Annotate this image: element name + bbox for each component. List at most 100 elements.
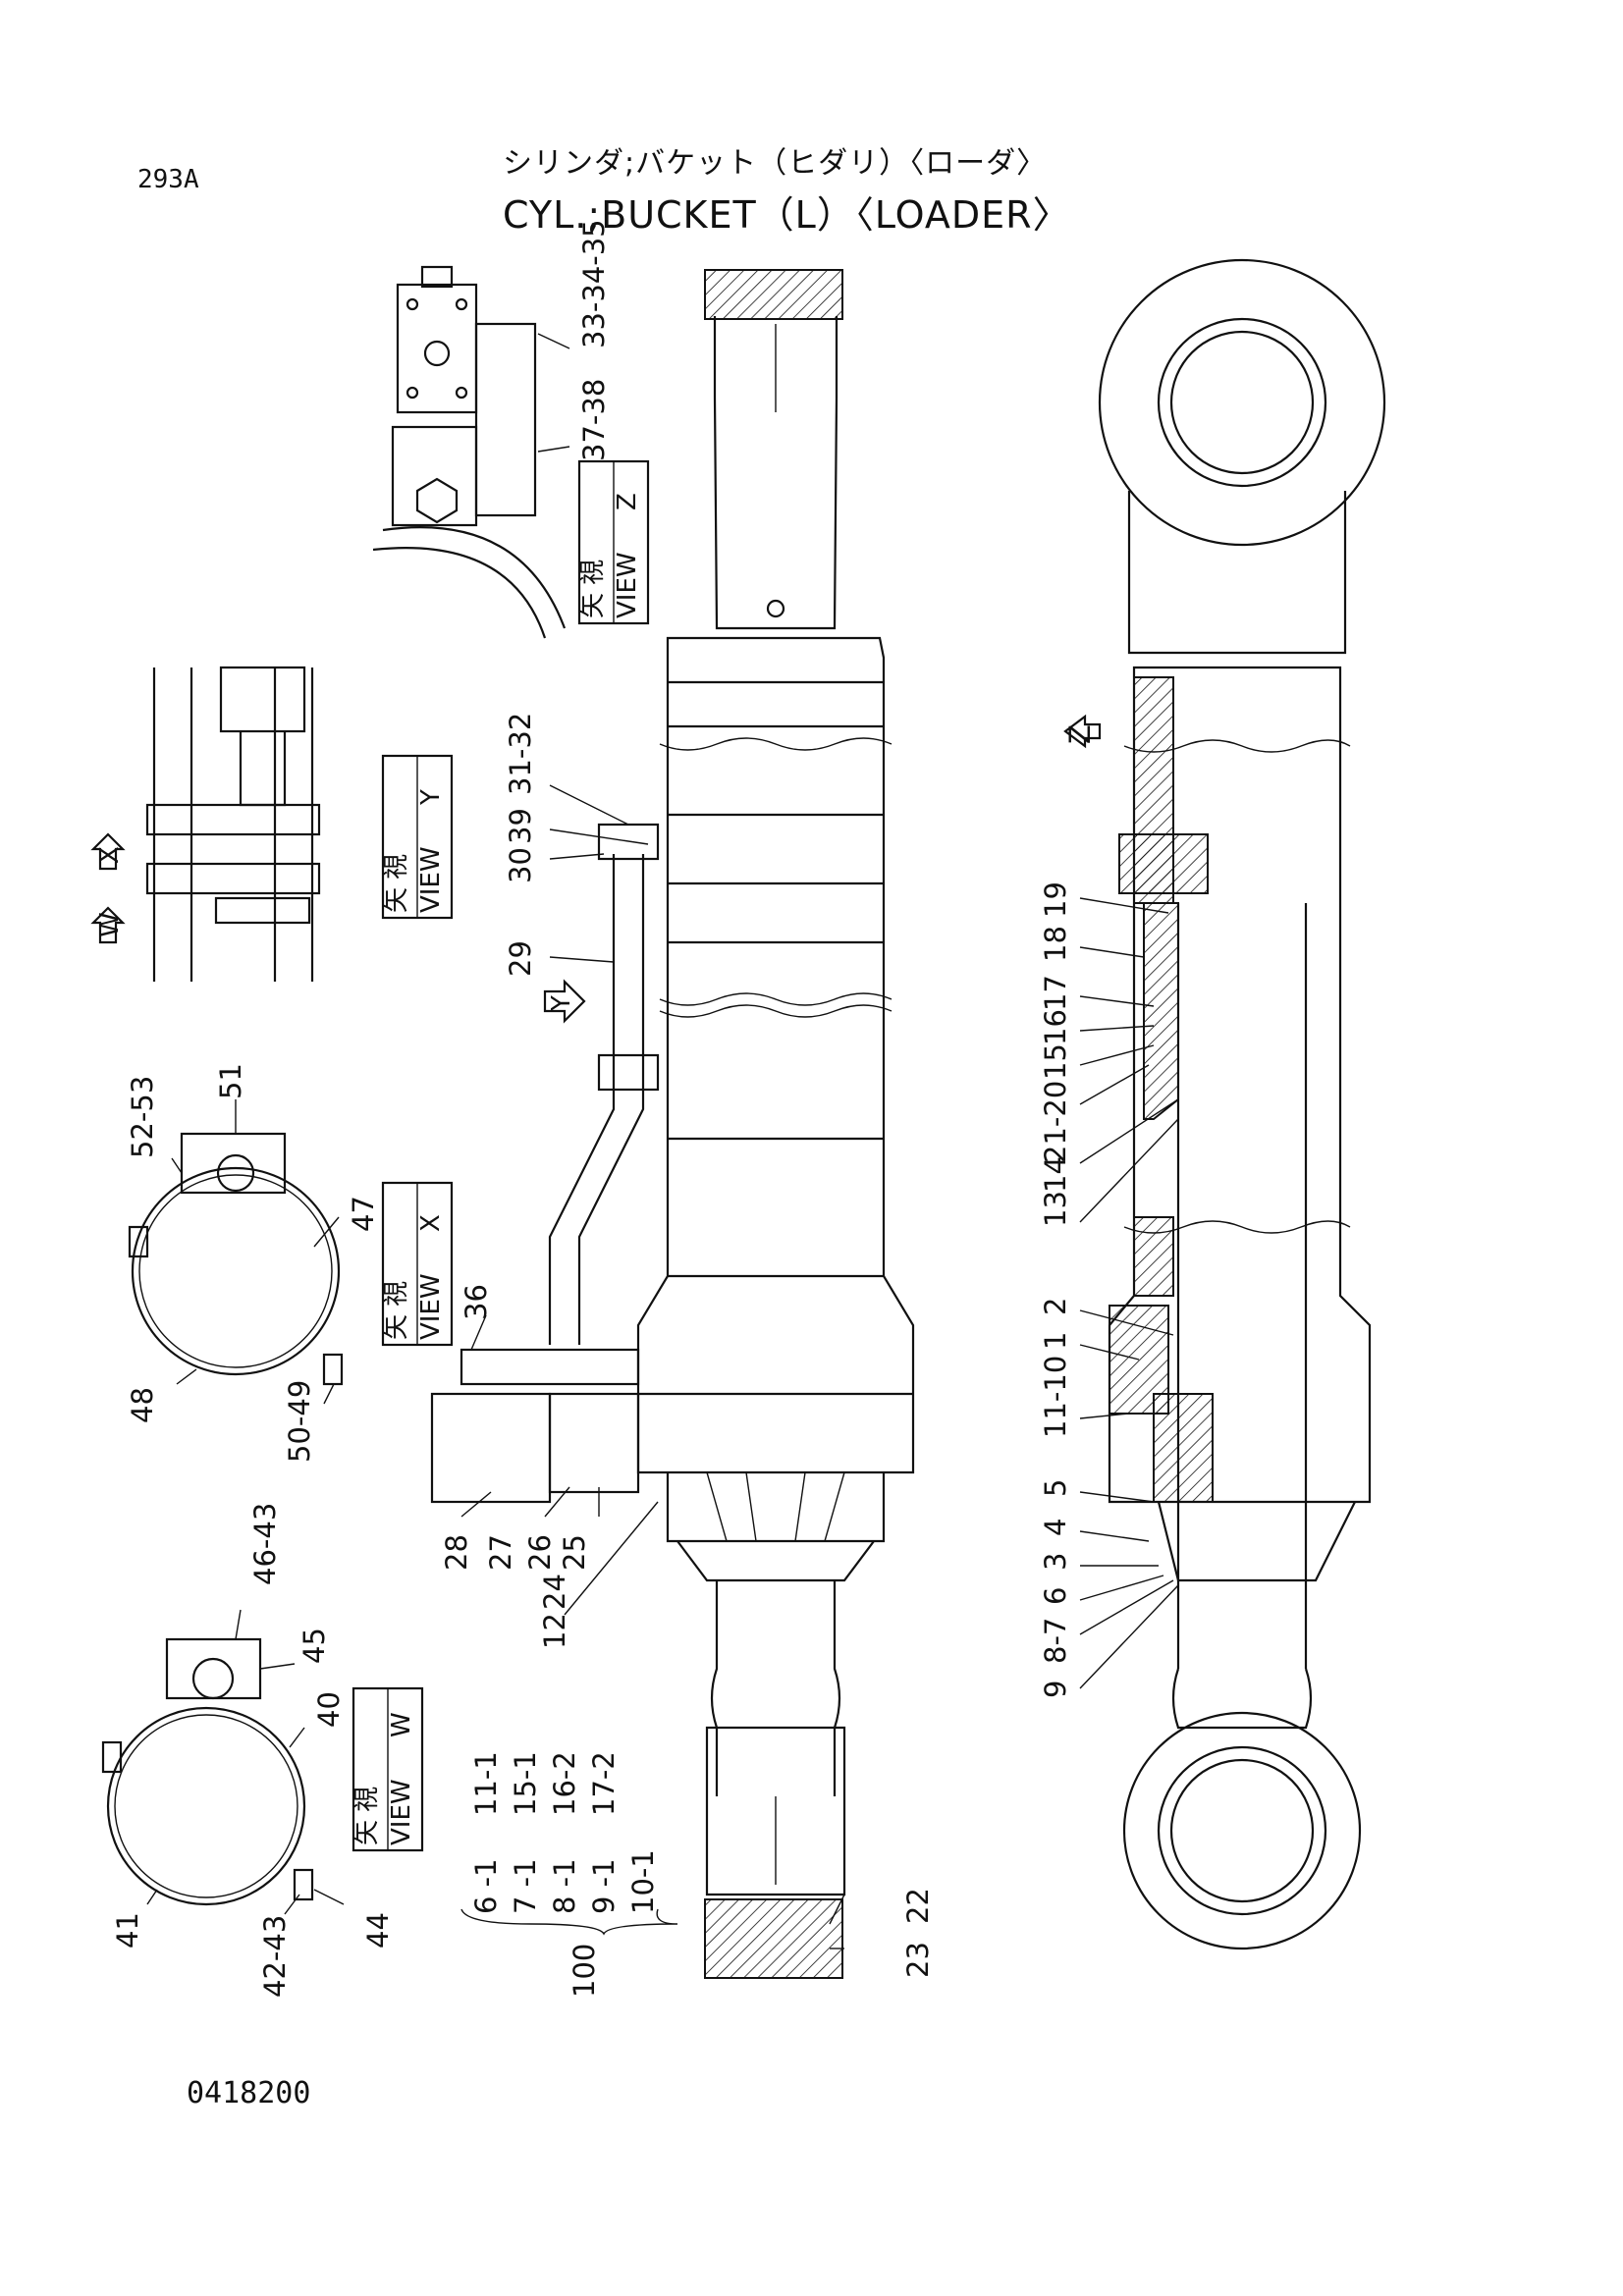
callout-8-7: 8-7	[1039, 1618, 1072, 1664]
view-w-jp: 矢 視	[352, 1787, 382, 1845]
view-z-arrow-label: Z	[1063, 724, 1097, 744]
view-w-word: VIEW	[387, 1779, 416, 1845]
bottom-pin-bushing	[704, 1898, 843, 1979]
callout-3: 3	[1039, 1553, 1072, 1571]
callout-40: 40	[312, 1691, 346, 1728]
title-japanese: シリンダ;バケット（ヒダリ）〈ローダ〉	[503, 146, 1048, 181]
kit-col2-item-4: 17-2	[587, 1751, 621, 1816]
callout-9: 9	[1039, 1681, 1072, 1698]
view-x-arrow	[90, 832, 126, 871]
callout-19: 19	[1039, 881, 1072, 918]
view-x-arrow-label: X	[95, 846, 125, 864]
hydraulic-pipe	[548, 854, 645, 1345]
callout-22: 22	[901, 1888, 935, 1924]
piston-rod	[710, 1580, 841, 1796]
view-y-word: VIEW	[416, 846, 446, 913]
kit-col1-item-5: 10-1	[626, 1849, 660, 1914]
callout-12: 12	[538, 1613, 571, 1649]
valve-block	[430, 1392, 552, 1504]
seal-kit-table: 100 6 -1 7 -1 8 -1 9 -1 10-1 11-1 15-1 1…	[460, 1751, 678, 1998]
callout-14: 14	[1039, 1156, 1072, 1193]
callout-25: 25	[558, 1534, 591, 1571]
callout-15: 15	[1039, 1043, 1072, 1080]
view-y-arrow-label: Y	[547, 995, 576, 1012]
view-x-jp: 矢 視	[382, 1281, 411, 1340]
kit-col2-item-3: 16-2	[548, 1751, 581, 1816]
callout-30: 30	[504, 847, 537, 883]
view-y-detail	[90, 666, 454, 982]
callout-27: 27	[484, 1534, 517, 1571]
rod-end-top	[713, 316, 839, 630]
view-z-arrow	[1063, 714, 1102, 749]
callout-numbers: 33-34-35 37-38 31-32 39 30 29 36 28 27 2…	[111, 219, 1072, 1998]
view-z-detail	[372, 265, 650, 639]
leader-lines	[146, 333, 1179, 1949]
callout-36: 36	[460, 1284, 493, 1320]
callout-46-43: 46-43	[248, 1503, 282, 1585]
callout-13: 13	[1039, 1191, 1072, 1227]
callout-21-20: 21-20	[1039, 1081, 1072, 1163]
view-w-arrow	[90, 906, 126, 944]
cylinder-section-view: Z	[1063, 258, 1386, 1950]
callout-1: 1	[1039, 1332, 1072, 1350]
view-y-jp: 矢 視	[382, 854, 411, 913]
view-w-detail	[101, 1637, 424, 1906]
callout-45: 45	[298, 1628, 331, 1664]
callout-2: 2	[1039, 1298, 1072, 1315]
view-w-letter: W	[387, 1712, 416, 1737]
kit-col1-item-1: 6 -1	[469, 1858, 503, 1914]
view-z-word: VIEW	[613, 552, 642, 618]
piston-section	[1118, 833, 1209, 894]
callout-17: 17	[1039, 975, 1072, 1011]
page-code: 293A	[137, 165, 199, 194]
kit-col2-item-2: 15-1	[509, 1751, 542, 1816]
callout-47: 47	[347, 1196, 380, 1232]
kit-number: 100	[568, 1944, 601, 1998]
drawing-number: 0418200	[187, 2076, 311, 2110]
pipe-clamp-bar	[460, 1348, 640, 1386]
callout-11-10: 11-10	[1039, 1356, 1072, 1438]
callout-44: 44	[361, 1912, 395, 1949]
callout-39: 39	[504, 808, 537, 844]
view-z-jp: 矢 視	[578, 560, 608, 618]
view-y-letter: Y	[416, 789, 446, 806]
callout-48: 48	[126, 1387, 159, 1423]
kit-col1-item-4: 9 -1	[587, 1858, 621, 1914]
top-eye	[1098, 258, 1386, 547]
callout-52-53: 52-53	[126, 1076, 159, 1158]
view-x-word: VIEW	[416, 1273, 446, 1340]
callout-4: 4	[1039, 1519, 1072, 1536]
callout-23: 23	[901, 1942, 935, 1978]
bottom-eye	[1122, 1711, 1362, 1950]
top-pin-bushing	[704, 269, 843, 320]
kit-col2-item-1: 11-1	[469, 1751, 503, 1816]
callout-6: 6	[1039, 1587, 1072, 1605]
callout-33-34-35: 33-34-35	[577, 219, 611, 348]
callout-24: 24	[538, 1574, 571, 1610]
callout-42-43: 42-43	[258, 1915, 292, 1998]
kit-col1-item-2: 7 -1	[509, 1858, 542, 1914]
callout-50-49: 50-49	[283, 1380, 316, 1463]
view-w-arrow-label: W	[95, 912, 125, 937]
callout-41: 41	[111, 1912, 144, 1949]
callout-18: 18	[1039, 926, 1072, 962]
callout-5: 5	[1039, 1479, 1072, 1497]
view-y-arrow	[543, 979, 586, 1024]
callout-29: 29	[504, 940, 537, 977]
callout-16: 16	[1039, 1009, 1072, 1045]
callout-37-38: 37-38	[577, 379, 611, 461]
view-x-detail	[128, 1132, 454, 1386]
callout-31-32: 31-32	[504, 713, 537, 795]
kit-col1-item-3: 8 -1	[548, 1858, 581, 1914]
callout-28: 28	[440, 1534, 473, 1571]
cylinder-exterior-view	[430, 269, 915, 1979]
callout-51: 51	[214, 1063, 247, 1099]
view-x-letter: X	[416, 1214, 446, 1232]
cylinder-tube	[636, 636, 915, 1474]
title-english: CYL.;BUCKET（L）〈LOADER〉	[503, 193, 1071, 237]
cylinder-head	[666, 1472, 886, 1543]
callout-26: 26	[523, 1534, 557, 1571]
view-z-letter: Z	[613, 493, 642, 510]
